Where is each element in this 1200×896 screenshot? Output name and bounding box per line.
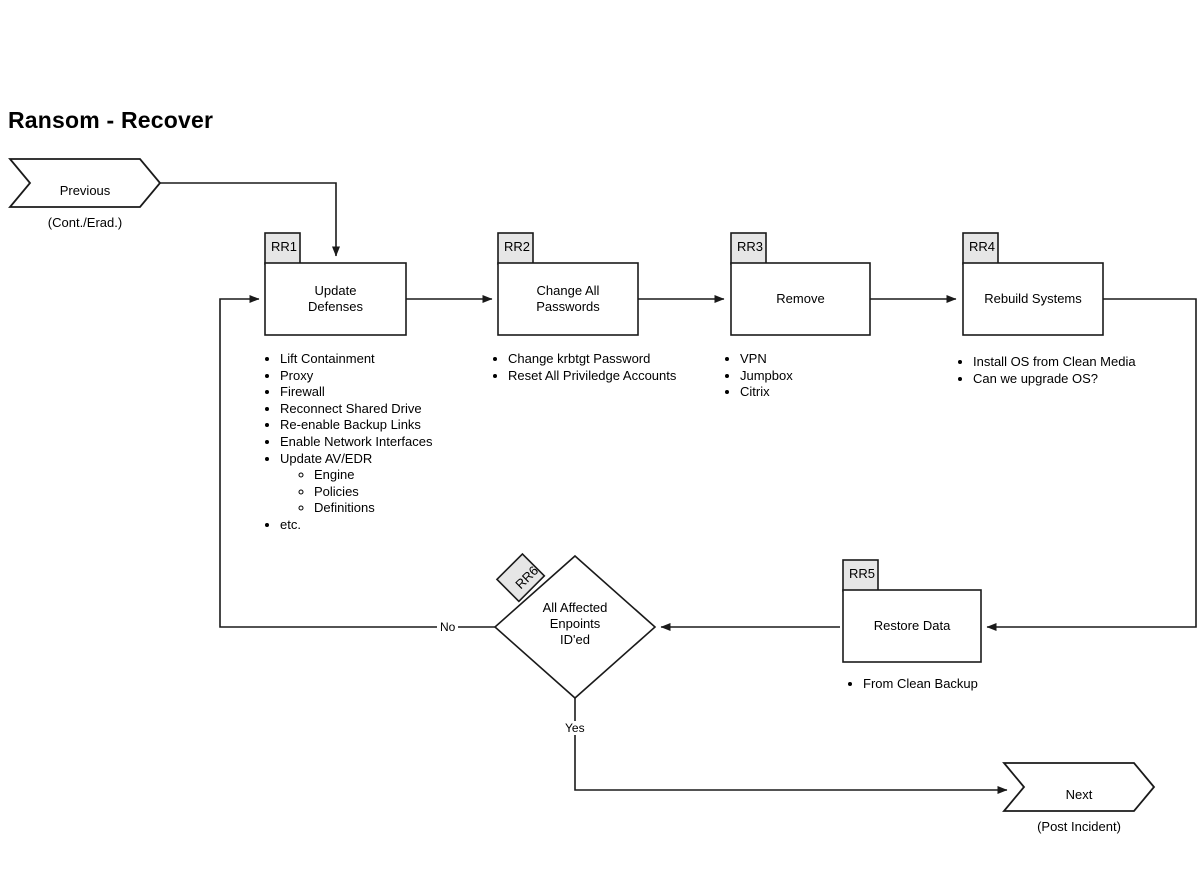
list-item: Lift Containment — [280, 351, 432, 368]
node-rr3-tab-label: RR3 — [737, 239, 764, 254]
node-rr1-label: Update Defenses — [308, 283, 363, 314]
list-item-label: etc. — [280, 516, 301, 532]
node-rr5-body — [842, 589, 982, 663]
connector-layer — [150, 182, 1197, 794]
node-rr6[interactable] — [493, 552, 657, 700]
list-item: Re-enable Backup Links — [280, 417, 432, 434]
edge-rr6-no-to-rr1 — [219, 295, 495, 628]
list-item: VPN — [740, 351, 793, 368]
list-item-label: Install OS from Clean Media — [973, 354, 1136, 369]
list-item: Reset All Priviledge Accounts — [508, 368, 676, 385]
edge-previous-to-rr1 — [150, 182, 340, 257]
list-item-label: Re-enable Backup Links — [280, 417, 421, 433]
list-item: etc. — [280, 517, 432, 534]
node-rr3[interactable] — [730, 232, 871, 336]
terminator-previous-line1: Previous — [59, 183, 111, 198]
sub-list: EnginePoliciesDefinitions — [280, 467, 432, 517]
sub-list-item: Engine — [314, 467, 432, 484]
node-rr2[interactable] — [497, 232, 639, 336]
list-item-label: Update AV/EDR — [280, 450, 373, 466]
edge-rr4-to-rr5 — [986, 298, 1197, 631]
terminator-next[interactable] — [1002, 762, 1156, 812]
list-item: Citrix — [740, 384, 793, 401]
bullets-rr3: VPNJumpboxCitrix — [722, 351, 793, 401]
edge-label-yes: Yes — [562, 721, 588, 735]
bullets-rr5: From Clean Backup — [845, 676, 978, 693]
bullet-list-rr3: VPNJumpboxCitrix — [722, 351, 793, 401]
terminator-next-line1: Next — [1065, 787, 1093, 802]
node-rr6-tab — [495, 552, 546, 603]
node-rr4-label: Rebuild Systems — [984, 291, 1082, 306]
node-rr2-tab-label: RR2 — [504, 239, 531, 254]
node-rr5[interactable] — [842, 559, 982, 663]
list-item-label: Change krbtgt Password — [508, 351, 651, 366]
sub-list-item: Definitions — [314, 500, 432, 517]
node-rr1[interactable] — [264, 232, 407, 336]
list-item: Jumpbox — [740, 368, 793, 385]
node-rr6-body — [493, 554, 657, 700]
sub-list-item: Policies — [314, 484, 432, 501]
node-rr3-label: Remove — [776, 291, 825, 306]
list-item: Can we upgrade OS? — [973, 371, 1136, 388]
page-title: Ransom - Recover — [8, 107, 214, 133]
list-item-label: From Clean Backup — [863, 676, 978, 691]
bullets-rr2: Change krbtgt PasswordReset All Priviled… — [490, 351, 676, 384]
list-item-label: Citrix — [740, 384, 770, 400]
node-rr4-tab-label: RR4 — [969, 239, 996, 254]
terminator-next-line2: (Post Incident) — [1037, 819, 1121, 834]
terminator-previous[interactable] — [8, 158, 162, 208]
bullet-list-rr2: Change krbtgt PasswordReset All Priviled… — [490, 351, 676, 384]
list-item: From Clean Backup — [863, 676, 978, 693]
node-rr2-body — [497, 262, 639, 336]
terminator-previous-line2: (Cont./Erad.) — [47, 215, 123, 230]
terminator-next-label: Next (Post Incident) — [1004, 771, 1154, 851]
bullet-list-rr5: From Clean Backup — [845, 676, 978, 693]
list-item-label: Reset All Priviledge Accounts — [508, 367, 677, 383]
bullet-list-rr4: Install OS from Clean MediaCan we upgrad… — [955, 354, 1136, 387]
list-item: Reconnect Shared Drive — [280, 401, 432, 418]
node-rr3-body — [730, 262, 871, 336]
edge-rr6-yes-to-next — [574, 698, 1008, 794]
list-item-label: Jumpbox — [740, 367, 793, 383]
bullet-list-rr1: Lift ContainmentProxyFirewallReconnect S… — [262, 351, 432, 534]
node-rr4-body — [962, 262, 1104, 336]
edge-label-no: No — [437, 620, 459, 634]
list-item-label: Lift Containment — [280, 351, 375, 366]
list-item: Install OS from Clean Media — [973, 354, 1136, 371]
node-rr1-body — [264, 262, 407, 336]
list-item-label: VPN — [740, 351, 767, 366]
list-item-label: Proxy — [280, 367, 314, 383]
list-item-label: Enable Network Interfaces — [280, 433, 433, 449]
list-item-label: Firewall — [280, 384, 325, 400]
list-item-label: Reconnect Shared Drive — [280, 400, 422, 416]
node-rr2-label: Change All Passwords — [536, 283, 600, 314]
bullets-rr1: Lift ContainmentProxyFirewallReconnect S… — [262, 351, 432, 534]
list-item: Proxy — [280, 368, 432, 385]
node-rr6-label: All Affected Enpoints ID'ed — [542, 600, 608, 647]
list-item-label: Can we upgrade OS? — [973, 370, 1099, 386]
node-rr4-tab — [962, 232, 999, 265]
list-item: Firewall — [280, 384, 432, 401]
node-rr5-label: Restore Data — [873, 618, 951, 633]
node-rr5-tab-label: RR5 — [849, 566, 876, 581]
node-rr4[interactable] — [962, 232, 1104, 336]
list-item: Change krbtgt Password — [508, 351, 676, 368]
node-rr1-tab-label: RR1 — [271, 239, 298, 254]
list-item: Enable Network Interfaces — [280, 434, 432, 451]
list-item: Update AV/EDREnginePoliciesDefinitions — [280, 451, 432, 517]
bullets-rr4: Install OS from Clean MediaCan we upgrad… — [955, 354, 1136, 387]
terminator-previous-label: Previous (Cont./Erad.) — [10, 167, 160, 247]
